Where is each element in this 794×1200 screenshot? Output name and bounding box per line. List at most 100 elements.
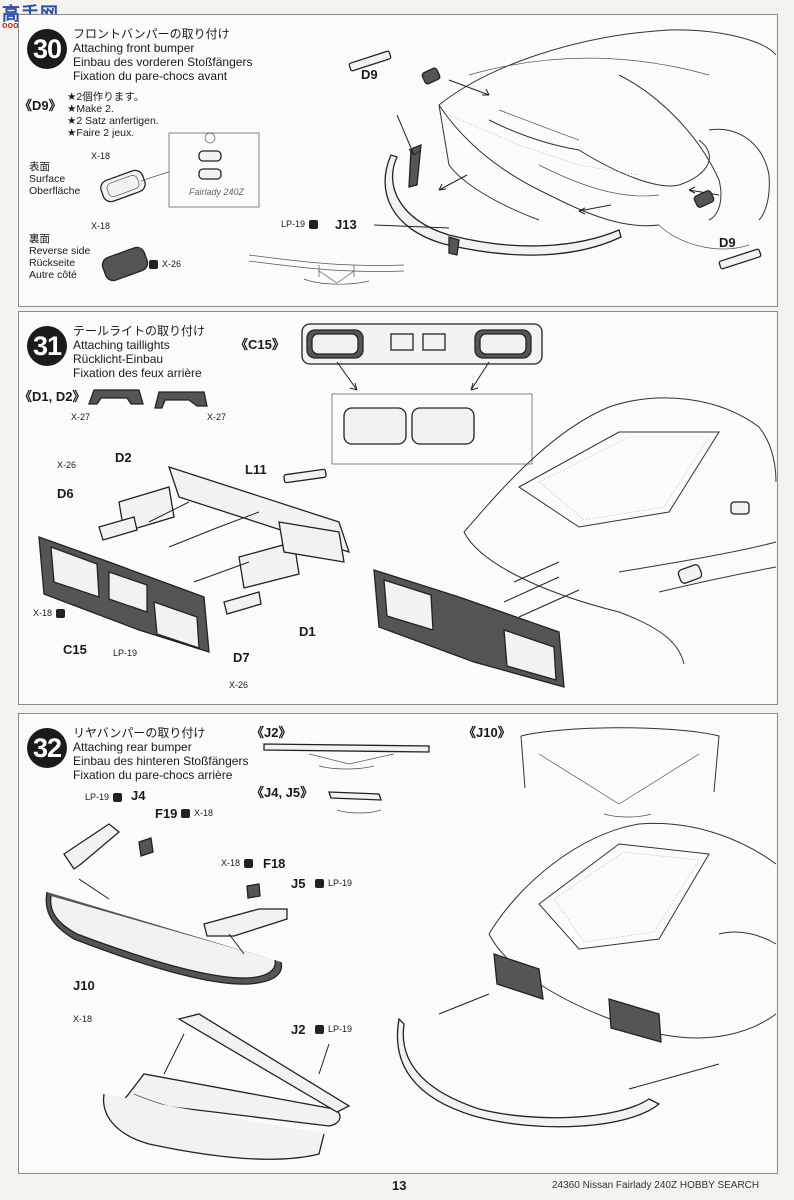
paint-callout-x18: X-18 <box>33 608 67 618</box>
step-title-block: テールライトの取り付け Attaching taillights Rücklic… <box>73 324 205 380</box>
badge-script-text: Fairlady 240Z <box>189 187 245 197</box>
paint-callout-x26: X-26 <box>57 460 76 470</box>
title-german: Einbau des hinteren Stoßfängers <box>73 754 249 768</box>
paint-marker-icon <box>244 858 254 868</box>
surface-label: 表面 Surface Oberfläche <box>29 161 80 197</box>
step-30-illustration <box>100 29 777 285</box>
title-japanese: リヤバンパーの取り付け <box>73 726 206 740</box>
paint-code: LP-19 <box>281 219 306 229</box>
step-32-panel: 32 リヤバンパーの取り付け Attaching rear bumper Ein… <box>18 713 778 1174</box>
part-label-j2: J2 <box>291 1022 306 1037</box>
paint-code: X-27 <box>71 412 91 422</box>
reverse-jp: 裏面 <box>29 233 50 245</box>
title-french: Fixation des feux arrière <box>73 366 202 380</box>
title-french: Fixation du pare-chocs arrière <box>73 768 233 782</box>
part-label-j5: J5 <box>291 876 306 891</box>
step-number-badge: 31 <box>27 326 67 366</box>
paint-code: X-27 <box>207 412 227 422</box>
reverse-en: Reverse side <box>29 245 91 257</box>
note-line: ★2個作ります。 <box>67 91 145 103</box>
paint-code: X-18 <box>91 151 111 161</box>
paint-callout-lp19: LP-19 <box>281 219 320 229</box>
reverse-de: Rückseite <box>29 257 76 269</box>
make-two-note: ★2個作ります。 ★Make 2. ★2 Satz anfertigen. ★F… <box>67 91 159 139</box>
paint-code: LP-19 <box>113 648 138 658</box>
paint-callout-x18: X-18 <box>73 1014 92 1024</box>
paint-callout-x26: X-26 <box>229 680 248 690</box>
subassembly-note-part: 《D9》 <box>19 98 62 113</box>
note-line: ★Faire 2 jeux. <box>67 127 135 139</box>
step-number-badge: 32 <box>27 728 67 768</box>
note-line: ★2 Satz anfertigen. <box>67 115 159 127</box>
paint-marker-icon <box>113 792 123 802</box>
paint-code: X-18 <box>221 858 241 868</box>
title-japanese: テールライトの取り付け <box>73 324 206 338</box>
step-title-block: フロントバンパーの取り付け Attaching front bumper Ein… <box>73 27 252 83</box>
paint-code: X-18 <box>73 1014 93 1024</box>
title-french: Fixation du pare-chocs avant <box>73 69 228 83</box>
paint-callout-x18: X-18 <box>91 151 110 161</box>
paint-callout-lp19: LP-19 <box>113 648 137 658</box>
title-german: Einbau des vorderen Stoßfängers <box>73 55 253 69</box>
title-japanese: フロントバンパーの取り付け <box>73 27 230 41</box>
paint-code: LP-19 <box>328 878 353 888</box>
part-label-d2: D2 <box>115 450 132 465</box>
paint-callout-x26: X-26 <box>147 259 181 269</box>
paint-code: X-26 <box>57 460 77 470</box>
paint-callout-x27: X-27 <box>71 412 90 422</box>
surface-de: Oberfläche <box>29 185 81 197</box>
subassembly-note-d1-d2: 《D1, D2》 <box>19 389 86 404</box>
paint-code: X-26 <box>229 680 249 690</box>
part-label-d6: D6 <box>57 486 74 501</box>
paint-code: LP-19 <box>85 792 110 802</box>
title-english: Attaching rear bumper <box>73 740 192 754</box>
paint-callout-lp19: LP-19 <box>313 1024 352 1034</box>
reverse-fr: Autre côté <box>29 269 77 281</box>
part-label-j4: J4 <box>131 788 146 803</box>
subassembly-note-j4-j5: 《J4, J5》 <box>251 785 314 800</box>
part-label-d9-bottom: D9 <box>719 235 736 250</box>
step-31-illustration <box>38 323 777 688</box>
part-label-j13: J13 <box>335 217 357 232</box>
title-english: Attaching taillights <box>73 338 170 352</box>
paint-marker-icon <box>309 219 319 229</box>
paint-code: X-18 <box>33 608 53 618</box>
paint-code: X-26 <box>162 259 182 269</box>
subassembly-note-c15: 《C15》 <box>235 337 285 352</box>
surface-jp: 表面 <box>29 161 50 173</box>
paint-code: X-18 <box>194 808 214 818</box>
part-label-d1: D1 <box>299 624 316 639</box>
paint-callout-x27: X-27 <box>207 412 226 422</box>
step-32-illustration <box>45 727 777 1160</box>
paint-marker-icon <box>149 259 158 269</box>
page-footer: 24360 Nissan Fairlady 240Z HOBBY SEARCH <box>552 1180 760 1191</box>
paint-code: LP-19 <box>328 1024 353 1034</box>
paint-marker-icon <box>315 1024 324 1034</box>
step-31-panel: 31 テールライトの取り付け Attaching taillights Rück… <box>18 311 778 705</box>
part-label-f18: F18 <box>263 856 286 871</box>
paint-callout-x18: X-18 <box>221 858 255 868</box>
part-label-l11: L11 <box>245 462 267 477</box>
paint-marker-icon <box>315 878 324 888</box>
title-german: Rücklicht-Einbau <box>73 352 164 366</box>
note-line: ★Make 2. <box>67 103 114 115</box>
paint-callout-x18: X-18 <box>179 808 213 818</box>
step-title-block: リヤバンパーの取り付け Attaching rear bumper Einbau… <box>73 726 248 782</box>
paint-callout-lp19: LP-19 <box>85 792 124 802</box>
part-label-d7: D7 <box>233 650 250 665</box>
paint-marker-icon <box>56 608 66 618</box>
part-label-d9-top: D9 <box>361 67 378 82</box>
paint-code: X-18 <box>91 221 111 231</box>
surface-en: Surface <box>29 173 66 185</box>
part-label-c15: C15 <box>63 642 87 657</box>
page-number: 13 <box>392 1178 407 1193</box>
part-label-j10: J10 <box>73 978 95 993</box>
subassembly-note-j2: 《J2》 <box>251 725 292 740</box>
paint-marker-icon <box>181 808 190 818</box>
paint-callout-x18: X-18 <box>91 221 110 231</box>
title-english: Attaching front bumper <box>73 41 195 55</box>
step-number-badge: 30 <box>27 29 67 69</box>
paint-callout-lp19: LP-19 <box>313 878 352 888</box>
step-30-panel: 30 フロントバンパーの取り付け Attaching front bumper … <box>18 14 778 307</box>
subassembly-note-j10: 《J10》 <box>463 725 511 740</box>
